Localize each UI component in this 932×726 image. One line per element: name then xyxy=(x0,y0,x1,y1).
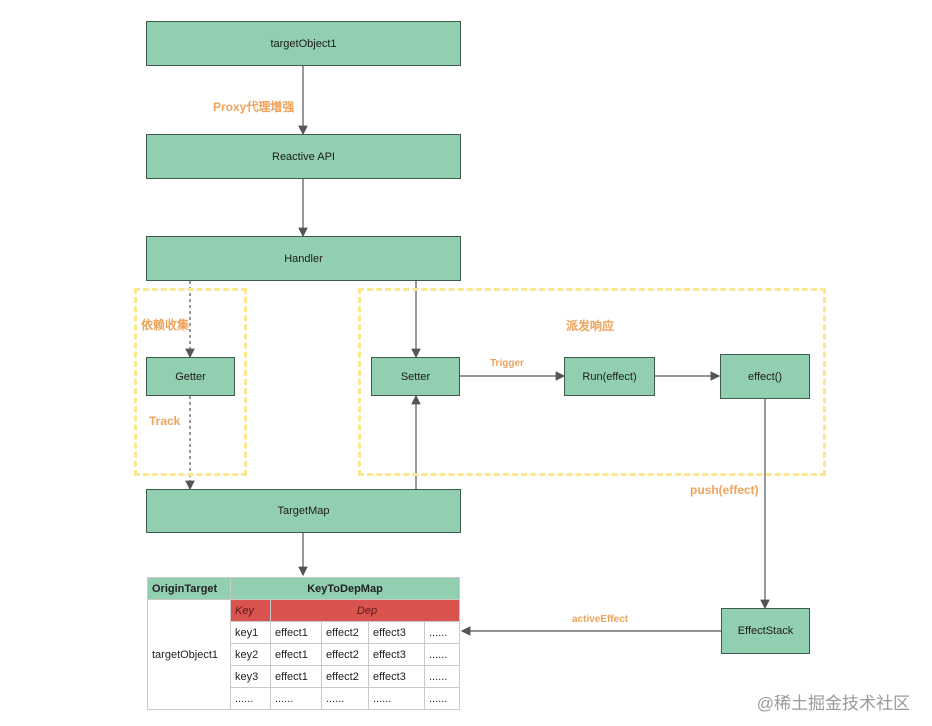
table-cell: ...... xyxy=(423,687,461,710)
table-cell: effect2 xyxy=(321,621,369,644)
node-getter: Getter xyxy=(146,357,235,396)
subheader-dep: Dep xyxy=(269,599,461,622)
table-cell: ...... xyxy=(230,687,271,710)
table-cell: effect1 xyxy=(270,665,322,688)
label-dependency-collection: 依赖收集 xyxy=(141,318,190,332)
origin-target-value: targetObject1 xyxy=(147,599,231,710)
table-cell: effect3 xyxy=(368,665,425,688)
label-dispatch-response: 派发响应 xyxy=(566,319,615,333)
dispatch-response-zone xyxy=(358,288,826,476)
table-cell: ...... xyxy=(270,687,322,710)
header-origin-target: OriginTarget xyxy=(147,577,231,600)
label-proxy: Proxy代理增强 xyxy=(213,100,295,114)
label-trigger: Trigger xyxy=(490,358,524,369)
table-cell: ...... xyxy=(321,687,369,710)
node-reactive-api: Reactive API xyxy=(146,134,461,179)
table-row: ...... ...... ...... ...... ...... xyxy=(148,687,461,710)
table-row: key1 effect1 effect2 effect3 ...... xyxy=(148,621,461,644)
node-effect-stack: EffectStack xyxy=(721,608,810,654)
node-setter: Setter xyxy=(371,357,460,396)
table-cell: effect3 xyxy=(368,643,425,666)
node-handler: Handler xyxy=(146,236,461,281)
node-run-effect: Run(effect) xyxy=(564,357,655,396)
table-header-row: OriginTarget KeyToDepMap xyxy=(147,577,461,600)
node-target-map: TargetMap xyxy=(146,489,461,533)
table-cell: key3 xyxy=(230,665,271,688)
table-cell: effect1 xyxy=(270,621,322,644)
table-cell: ...... xyxy=(423,665,461,688)
table-cell: key1 xyxy=(230,621,271,644)
key-to-dep-map-table: OriginTarget KeyToDepMap targetObject1 K… xyxy=(147,577,461,710)
watermark: @稀土掘金技术社区 xyxy=(756,694,910,713)
label-track: Track xyxy=(149,414,181,428)
table-cell: effect1 xyxy=(270,643,322,666)
table-cell: ...... xyxy=(423,643,461,666)
label-push-effect: push(effect) xyxy=(690,483,759,497)
table-cell: effect2 xyxy=(321,643,369,666)
table-cell: ...... xyxy=(368,687,425,710)
table-row: key3 effect1 effect2 effect3 ...... xyxy=(148,665,461,688)
table-cell: ...... xyxy=(423,621,461,644)
table-cell: key2 xyxy=(230,643,271,666)
table-cell: effect2 xyxy=(321,665,369,688)
node-target-object: targetObject1 xyxy=(146,21,461,66)
table-cell: effect3 xyxy=(368,621,425,644)
table-subheader-row: targetObject1 Key Dep xyxy=(147,599,461,710)
header-key-to-dep-map: KeyToDepMap xyxy=(229,577,461,600)
node-effect-fn: effect() xyxy=(720,354,810,399)
dependency-collection-zone xyxy=(134,288,247,476)
label-active-effect: activeEffect xyxy=(572,614,629,625)
subheader-key: Key xyxy=(230,599,271,622)
